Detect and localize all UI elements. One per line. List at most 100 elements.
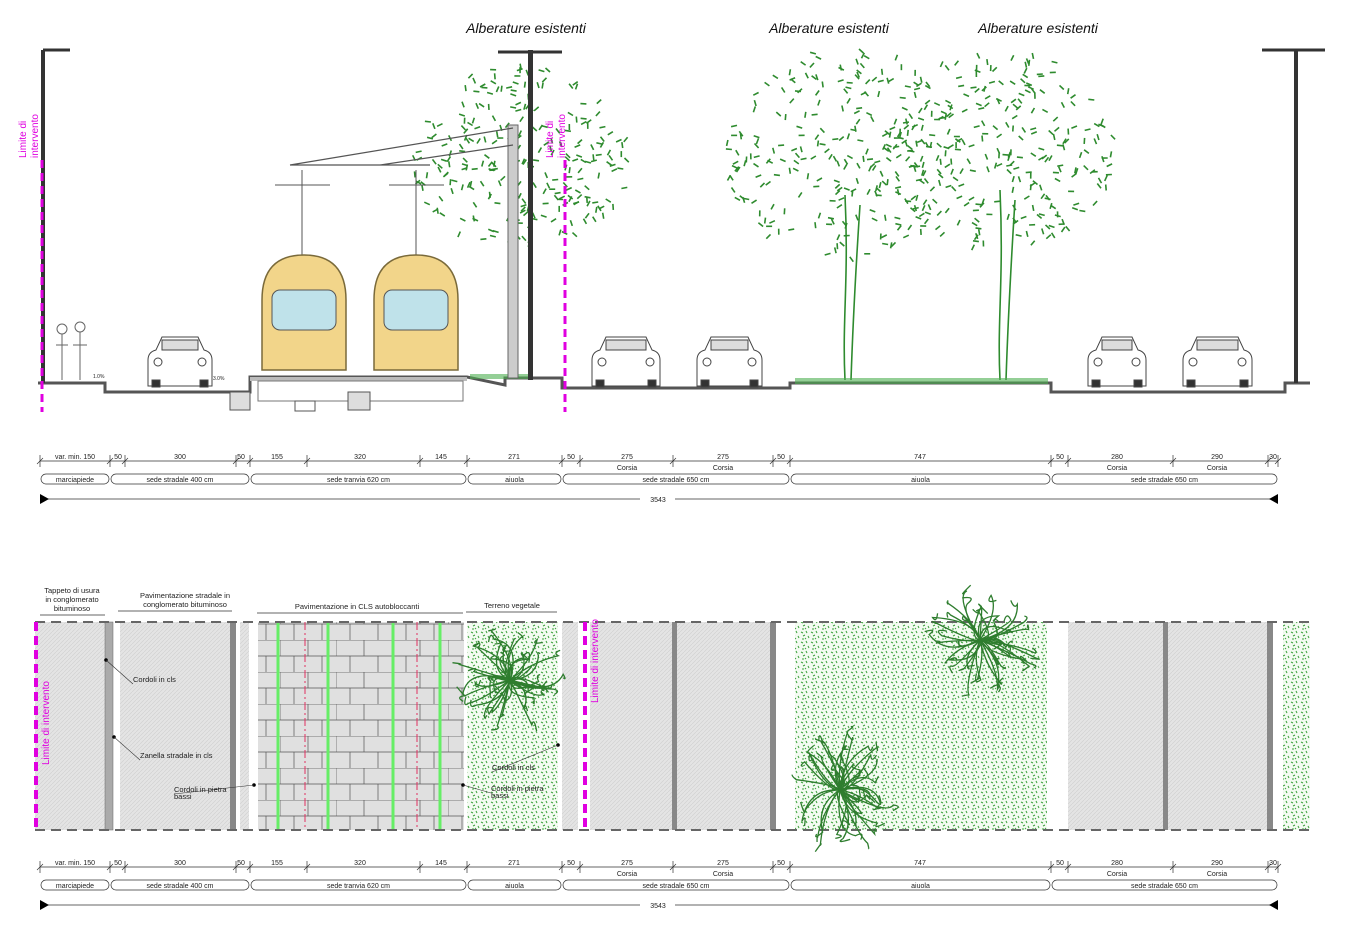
zone-label: sede stradale 650 cm: [643, 477, 710, 484]
dimension-value: 280: [1111, 454, 1123, 461]
tree-2: [725, 48, 964, 381]
dimension-value: 30: [1269, 454, 1277, 461]
lane-label: Corsia: [713, 871, 733, 878]
dimension-tick: [669, 455, 677, 467]
dimension-tick: [769, 455, 777, 467]
dimension-value: 275: [717, 860, 729, 867]
dimension-value: 145: [435, 860, 447, 867]
dimension-tick: [576, 861, 584, 873]
zone-bracket: [790, 473, 1051, 485]
pedestrians: [56, 321, 87, 380]
ground-profile: [38, 375, 1310, 394]
lane-label: Corsia: [617, 871, 637, 878]
zone-bracket: [1051, 473, 1278, 485]
total-width: 3543: [650, 903, 666, 910]
dimension-value: 300: [174, 454, 186, 461]
dimension-tick: [1264, 455, 1272, 467]
dimension-tick: [769, 861, 777, 873]
limit-label-mid-2: intervento: [557, 114, 568, 158]
lamp-post-right: [1262, 48, 1325, 383]
car-3: [696, 336, 763, 388]
trees-plan: [452, 584, 1041, 853]
road-surface-1: [120, 622, 232, 830]
dimension-tick: [1274, 455, 1282, 467]
dimension-value: 50: [777, 454, 785, 461]
elevation-section: Alberature esistenti Alberature esistent…: [18, 20, 1325, 412]
zone-bracket: [1051, 879, 1278, 891]
curb-5: [1267, 622, 1273, 830]
lane-label: Corsia: [1107, 871, 1127, 878]
zone-label: sede stradale 650 cm: [1131, 883, 1198, 890]
dimension-value: 50: [237, 454, 245, 461]
dimension-value: 320: [354, 454, 366, 461]
zone-label: sede stradale 650 cm: [643, 883, 710, 890]
zone-bracket: [250, 879, 467, 891]
dimension-tick: [1169, 455, 1177, 467]
plan-view: Limite di intervento Limite di intervent…: [34, 584, 1310, 853]
dimension-value: var. min. 150: [55, 454, 95, 461]
lane-line-2: [672, 622, 677, 830]
dimension-tick: [558, 861, 566, 873]
dimension-value: 50: [114, 454, 122, 461]
sidewalk-surface: [35, 622, 105, 830]
dimension-value: 50: [567, 454, 575, 461]
zone-label: sede stradale 400 cm: [147, 477, 214, 484]
dimension-value: 155: [271, 860, 283, 867]
road-surface-3: [1068, 622, 1273, 830]
total-width: 3543: [650, 497, 666, 504]
slope-label-1: 1.0%: [93, 374, 105, 380]
dimension-tick: [416, 455, 424, 467]
limit-label-left-2: intervento: [30, 114, 41, 158]
curb-4: [770, 622, 776, 830]
zone-bracket: [790, 879, 1051, 891]
dimension-value: 50: [237, 860, 245, 867]
dimension-tick: [36, 455, 44, 467]
plan-limit-lines: [34, 622, 587, 830]
dimension-value: 50: [567, 860, 575, 867]
tree-title-3: Alberature esistenti: [977, 20, 1099, 36]
planting-bed-3: [1283, 622, 1310, 830]
zone-bracket: [467, 879, 562, 891]
dimension-value: 155: [271, 454, 283, 461]
tram-rails: [276, 622, 442, 830]
tram-platform: [250, 377, 467, 381]
tree-1: [411, 63, 630, 248]
dimension-tick: [786, 455, 794, 467]
drain-box-left: [229, 391, 251, 411]
zone-bracket: [250, 473, 467, 485]
dimension-value: 275: [621, 454, 633, 461]
dimension-tick: [1274, 861, 1282, 873]
dimension-value: 50: [777, 860, 785, 867]
lane-label: Corsia: [1207, 871, 1227, 878]
zone-label: aiuola: [505, 883, 524, 890]
zone-bracket: [40, 879, 110, 891]
dimension-tick: [1264, 861, 1272, 873]
dimension-tick: [36, 861, 44, 873]
dimension-value: 50: [1056, 860, 1064, 867]
plan-callout: Cordoli in cls: [133, 675, 176, 684]
dimension-value: 145: [435, 454, 447, 461]
drain-box-right: [347, 391, 371, 411]
zone-bracket: [110, 473, 250, 485]
car-2: [591, 336, 661, 388]
slope-label-2: 3.0%: [213, 376, 225, 382]
car-5: [1182, 336, 1253, 388]
zone-label: marciapiede: [56, 477, 94, 484]
dimension-tick: [463, 861, 471, 873]
dimension-tick: [232, 455, 240, 467]
dimension-tick: [558, 455, 566, 467]
plan-edges: [35, 621, 1310, 831]
dimension-value: 320: [354, 860, 366, 867]
plan-callout: Zanella stradale in cls: [140, 751, 213, 760]
gutter: [240, 622, 249, 830]
lane-line-3: [1163, 622, 1168, 830]
dimension-tick: [106, 861, 114, 873]
plan-header: Terreno vegetale: [484, 601, 540, 610]
lane-label: Corsia: [713, 465, 733, 472]
dimension-tick: [303, 455, 311, 467]
zone-bracket: [467, 473, 562, 485]
